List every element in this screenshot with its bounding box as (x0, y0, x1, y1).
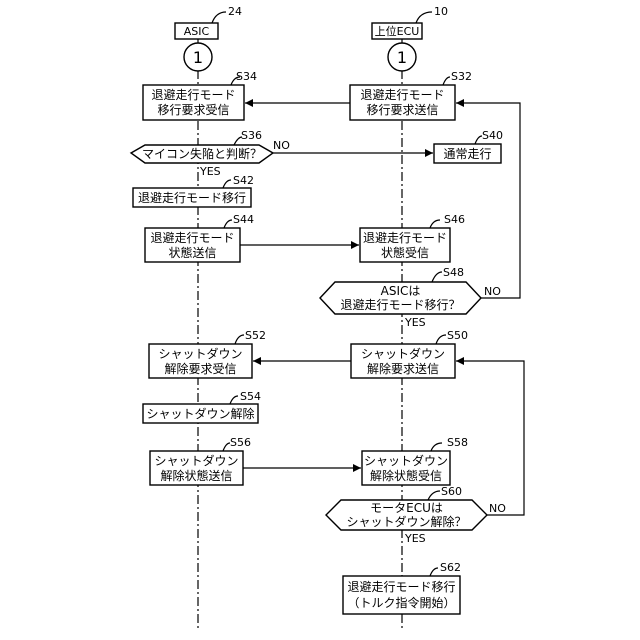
s44-leader (224, 220, 232, 228)
s62-leader (430, 568, 438, 576)
s42-id: S42 (233, 174, 254, 187)
s62-line1: 退避走行モード移行 (347, 580, 455, 594)
asic-ref-number: 24 (228, 5, 242, 18)
s58-leader (431, 443, 442, 451)
s32-line2: 移行要求送信 (366, 102, 438, 117)
s48-no-label: NO (484, 285, 501, 298)
s60-yes-label: YES (404, 532, 426, 545)
s56-line2: 解除状態送信 (160, 468, 232, 483)
ecu-header-title: 上位ECU (375, 24, 420, 38)
s42-text: 退避走行モード移行 (138, 191, 246, 205)
s36-id: S36 (241, 129, 262, 142)
s58-line2: 解除状態受信 (370, 468, 442, 483)
s32-line1: 退避走行モード (360, 88, 444, 102)
s50-leader (436, 335, 446, 344)
s40-id: S40 (482, 129, 503, 142)
s56-line1: シャットダウン (154, 453, 238, 468)
s34-line1: 退避走行モード (151, 88, 235, 102)
s42-leader (223, 180, 231, 188)
s52-line2: 解除要求受信 (164, 361, 236, 376)
s44-line1: 退避走行モード (150, 231, 234, 245)
s60-leader (428, 491, 440, 500)
s56-leader (223, 443, 230, 451)
s46-id: S46 (444, 213, 465, 226)
s62-id: S62 (440, 561, 461, 574)
s44-line2: 状態送信 (168, 245, 216, 260)
s48-yes-label: YES (404, 316, 426, 329)
ecu-ref-leader (416, 12, 432, 23)
s44-id: S44 (233, 213, 254, 226)
s48-leader (432, 272, 442, 282)
s46-line1: 退避走行モード (363, 231, 447, 245)
s46-line2: 状態受信 (381, 245, 429, 260)
s48-line2: 退避走行モード移行？ (340, 298, 460, 312)
s54-text: シャットダウン解除 (146, 406, 254, 421)
s48-line1: ASICは (381, 284, 421, 298)
asic-connector-label: 1 (193, 48, 203, 67)
asic-ref-leader (212, 12, 226, 23)
s60-line2: シャットダウン解除？ (346, 514, 466, 529)
s50-id: S50 (447, 329, 468, 342)
s52-id: S52 (245, 329, 266, 342)
s32-leader (443, 77, 450, 85)
ecu-ref-number: 10 (434, 5, 448, 18)
s60-no-label: NO (489, 502, 506, 515)
s60-line1: モータECUは (370, 501, 443, 515)
s36-yes-label: YES (199, 165, 221, 178)
s62-line2: （トルク指令開始） (347, 595, 455, 610)
s52-leader (235, 335, 244, 344)
s60-id: S60 (441, 485, 462, 498)
s40-leader (475, 136, 482, 144)
s56-id: S56 (230, 436, 251, 449)
s50-line1: シャットダウン (361, 346, 445, 361)
s48-id: S48 (443, 266, 464, 279)
s36-text: マイコン失陥と判断？ (142, 146, 262, 161)
ecu-connector-label: 1 (397, 48, 407, 67)
s54-id: S54 (240, 390, 261, 403)
s32-id: S32 (451, 70, 472, 83)
s50-line2: 解除要求送信 (367, 361, 439, 376)
s54-leader (230, 396, 238, 404)
s52-line1: シャットダウン (158, 346, 242, 361)
s58-id: S58 (447, 436, 468, 449)
asic-header-title: ASIC (184, 25, 210, 38)
s40-text: 通常走行 (443, 147, 491, 161)
s34-line2: 移行要求受信 (157, 103, 229, 117)
s34-id: S34 (236, 70, 257, 83)
s46-leader (430, 220, 440, 228)
s36-no-label: NO (273, 139, 290, 152)
s58-line1: シャットダウン (364, 453, 448, 468)
